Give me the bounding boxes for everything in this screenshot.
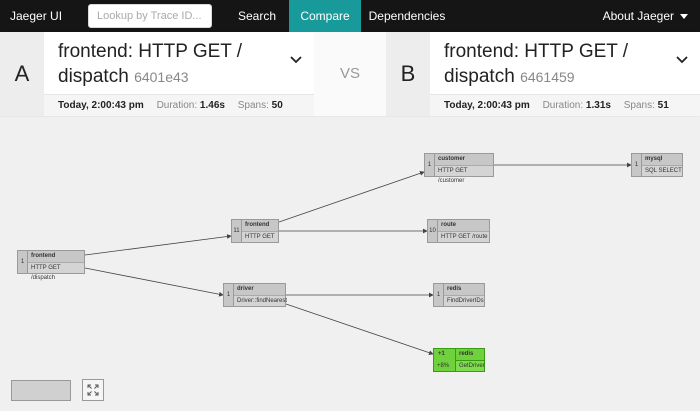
expand-icon [87,384,99,396]
about-jaeger-label: About Jaeger [602,9,674,23]
node-count: 11 [232,220,242,242]
trace-a-duration: 1.46s [199,100,225,111]
graph-node-redis-find-driver-ids[interactable]: 1 redis FindDriverIDs [433,283,485,307]
top-nav: Jaeger UI Search Compare Dependencies Ab… [0,0,700,32]
brand-link[interactable]: Jaeger UI [10,9,63,23]
graph-node-frontend-dispatch[interactable]: 1 frontend HTTP GET /dispatch [17,250,85,281]
node-count: 1 [18,251,28,273]
graph-node-mysql[interactable]: 1 mysql SQL SELECT [631,153,683,177]
nav-search[interactable]: Search [237,9,277,23]
node-operation: HTTP GET /dispatch [28,262,84,281]
trace-a-date: Today, 2:00:43 pm [58,100,144,111]
node-operation: HTTP GET /route [438,231,489,242]
node-operation: Driver::findNearest [234,295,287,306]
graph-node-customer[interactable]: 1 customer HTTP GET /customer [424,153,494,184]
trace-b-label: B [386,32,430,116]
node-count: 1 [425,154,435,176]
node-delta-percent: +8% [437,363,450,369]
edge-frontend-dispatch-to-frontend-http [84,234,232,256]
chevron-down-icon[interactable] [290,56,302,64]
graph-edges [84,162,632,355]
trace-diff-graph[interactable]: 1 frontend HTTP GET /dispatch 11 fronten… [0,117,700,411]
graph-node-frontend-http-get[interactable]: 11 frontend HTTP GET [231,219,279,243]
node-service: frontend [31,253,56,259]
edge-frontend-http-to-customer [278,171,425,223]
trace-a-id: 6401e43 [134,69,189,85]
nav-compare[interactable]: Compare [289,0,361,32]
trace-a-selector[interactable]: frontend: HTTP GET / dispatch 6401e43 To… [44,32,314,116]
trace-a-meta: Today, 2:00:43 pm Duration: 1.46s Spans:… [44,94,314,116]
compare-header: A frontend: HTTP GET / dispatch 6401e43 … [0,32,700,116]
node-operation: HTTP GET /customer [435,165,493,184]
trace-b-id: 6461459 [520,69,575,85]
graph-node-redis-get-driver-added[interactable]: +1 +8% redis GetDriver [433,348,485,372]
node-count: 1 [632,154,642,176]
node-service: redis [459,351,474,357]
node-service: driver [237,286,254,292]
nav-dependencies[interactable]: Dependencies [368,9,446,23]
trace-a-title-text: frontend: HTTP GET / dispatch [58,41,243,87]
trace-b-duration-label: Duration: [542,100,584,111]
node-service: customer [438,156,466,162]
graph-minimap[interactable] [11,380,71,401]
node-operation: HTTP GET [242,231,278,242]
trace-a-title: frontend: HTTP GET / dispatch 6401e43 [58,39,283,90]
trace-a-spans-label: Spans: [237,100,269,111]
vs-separator: VS [314,32,386,116]
caret-down-icon [680,14,688,20]
trace-a-spans: 50 [271,100,283,111]
trace-b-spans-label: Spans: [623,100,655,111]
node-service: redis [447,286,462,292]
node-service: route [441,222,456,228]
graph-node-route[interactable]: 10 route HTTP GET /route [427,219,490,243]
node-delta: +1 +8% [434,349,456,371]
trace-b-title-text: frontend: HTTP GET / dispatch [444,41,629,87]
edge-frontend-dispatch-to-driver [84,267,224,297]
chevron-down-icon[interactable] [676,56,688,64]
graph-node-driver[interactable]: 1 driver Driver::findNearest [223,283,287,307]
trace-id-search-input[interactable] [88,4,212,28]
trace-a-duration-label: Duration: [156,100,198,111]
trace-b-date: Today, 2:00:43 pm [444,100,530,111]
node-service: frontend [245,222,270,228]
node-count: +1 [438,351,445,357]
trace-b-meta: Today, 2:00:43 pm Duration: 1.31s Spans:… [430,94,700,116]
node-operation: FindDriverIDs [444,295,484,306]
node-count: 10 [428,220,438,242]
trace-b-title: frontend: HTTP GET / dispatch 6461459 [444,39,669,90]
about-jaeger-menu[interactable]: About Jaeger [603,0,688,32]
node-operation: GetDriver [456,360,485,371]
node-operation: SQL SELECT [642,165,682,176]
node-service: mysql [645,156,663,162]
node-count: 1 [224,284,234,306]
trace-b-selector[interactable]: frontend: HTTP GET / dispatch 6461459 To… [430,32,700,116]
fit-to-screen-button[interactable] [82,379,104,401]
trace-b-spans: 51 [657,100,669,111]
trace-b-duration: 1.31s [585,100,611,111]
node-count: 1 [434,284,444,306]
trace-a-label: A [0,32,44,116]
edge-driver-to-redis-get [285,303,434,355]
